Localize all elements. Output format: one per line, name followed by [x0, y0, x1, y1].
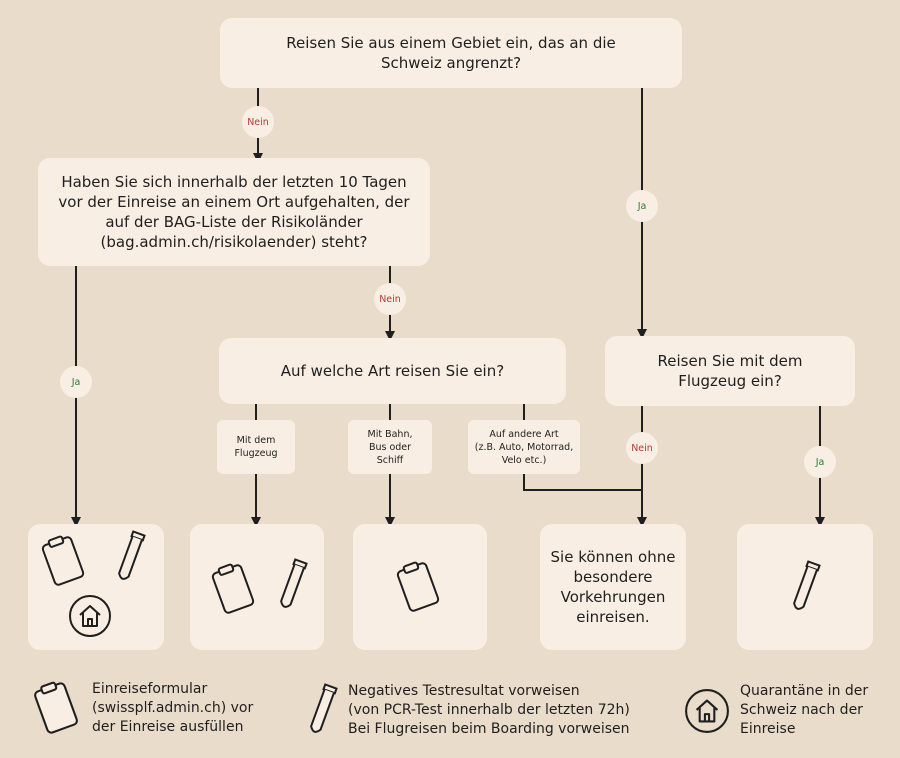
- test-tube-icon: [310, 683, 338, 733]
- legend-quarantine-text: Quarantäne in der Schweiz nach der Einre…: [740, 683, 869, 737]
- test-tube-icon: [793, 560, 821, 610]
- test-tube-icon: [118, 530, 146, 580]
- answer-nein-q2: Nein: [374, 283, 406, 315]
- answer-ja-q4: Ja: [804, 446, 836, 478]
- question-risk-country: Haben Sie sich innerhalb der letzten 10 …: [38, 158, 430, 266]
- result-train: [353, 524, 487, 650]
- question-neighbouring-area-text: Reisen Sie aus einem Gebiet ein, das an …: [286, 34, 616, 72]
- question-by-plane-text: Reisen Sie mit dem Flugzeug ein?: [657, 352, 803, 390]
- legend-test-text: Negatives Testresultat vorweisen (von PC…: [348, 683, 630, 737]
- result-no-measures-text: Sie können ohne besondere Vorkehrungen e…: [550, 548, 676, 626]
- question-travel-mode-text: Auf welche Art reisen Sie ein?: [280, 362, 505, 380]
- clipboard-icon: [34, 681, 78, 734]
- mode-other-label: Auf andere Art (z.B. Auto, Motorrad, Vel…: [468, 420, 580, 474]
- result-plane-neighbour: [737, 524, 873, 650]
- question-risk-country-text: Haben Sie sich innerhalb der letzten 10 …: [58, 173, 410, 251]
- result-risk-country: [28, 524, 164, 650]
- house-icon: [69, 595, 111, 637]
- answer-nein-q1: Nein: [242, 106, 274, 138]
- legend-form-text: Einreiseformular (swissplf.admin.ch) vor…: [92, 681, 254, 735]
- result-no-measures: Sie können ohne besondere Vorkehrungen e…: [540, 524, 686, 650]
- answer-ja-q2: Ja: [60, 366, 92, 398]
- question-neighbouring-area: Reisen Sie aus einem Gebiet ein, das an …: [220, 18, 682, 88]
- mode-train-label: Mit Bahn, Bus oder Schiff: [348, 420, 432, 474]
- answer-nein-q4: Nein: [626, 432, 658, 464]
- house-icon: [685, 689, 729, 733]
- mode-plane-label: Mit dem Flugzeug: [217, 420, 295, 474]
- clipboard-icon: [211, 563, 255, 614]
- answer-ja-q1: Ja: [626, 190, 658, 222]
- arrow-other: [523, 474, 642, 491]
- clipboard-icon: [396, 561, 440, 612]
- question-by-plane: Reisen Sie mit dem Flugzeug ein?: [605, 336, 855, 406]
- question-travel-mode: Auf welche Art reisen Sie ein?: [219, 338, 566, 404]
- result-plane: [190, 524, 324, 650]
- test-tube-icon: [280, 558, 308, 608]
- clipboard-icon: [41, 535, 85, 586]
